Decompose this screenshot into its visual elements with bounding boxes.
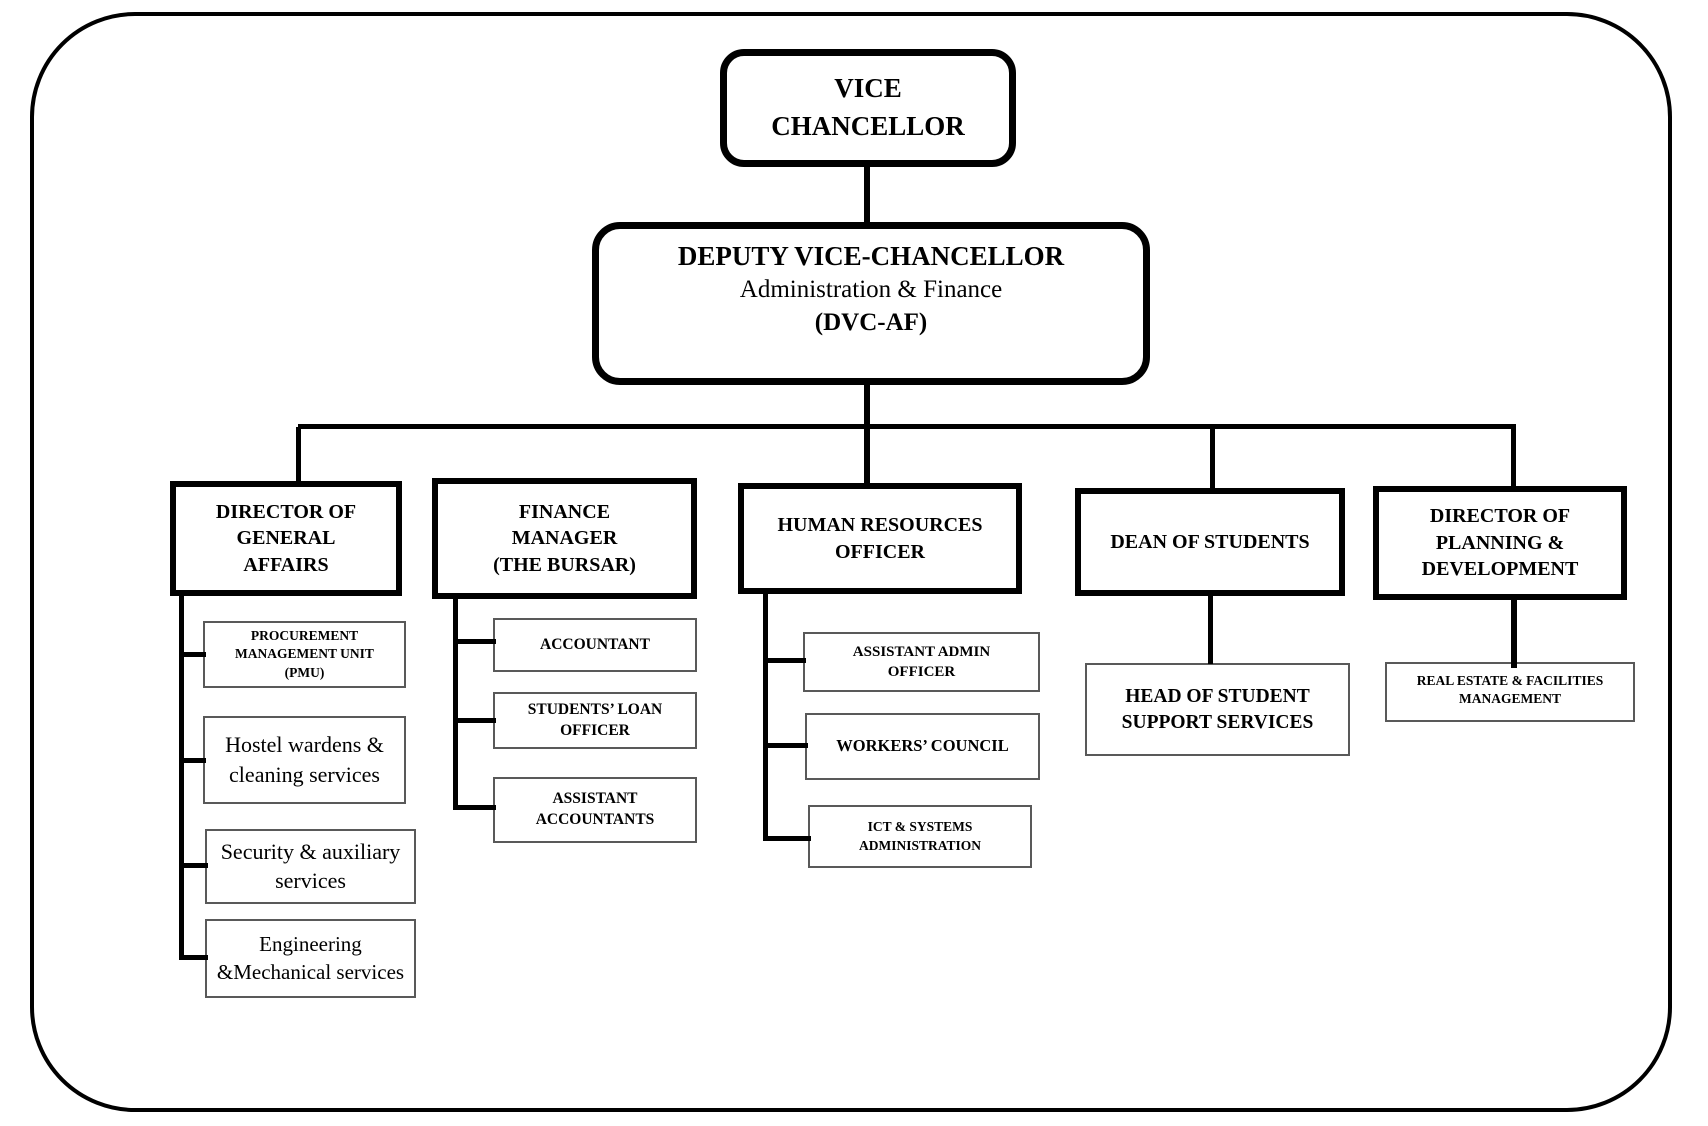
connector-dvc-drop — [864, 384, 870, 485]
node-director-general-affairs-label: DIRECTOR OF GENERAL AFFAIRS — [215, 500, 357, 576]
node-ict-systems-admin: ICT & SYSTEMS ADMINISTRATION — [808, 805, 1032, 868]
connector-stub-pmu — [182, 652, 206, 657]
node-pmu: PROCUREMENT MANAGEMENT UNIT (PMU) — [203, 621, 406, 688]
connector-stub-workers-council — [766, 743, 808, 748]
node-security-auxiliary-label: Security & auxiliary services — [220, 838, 401, 893]
node-accountant: ACCOUNTANT — [493, 618, 697, 672]
node-hostel-wardens: Hostel wardens & cleaning services — [203, 716, 406, 804]
node-engineering-mechanical: Engineering &Mechanical services — [205, 919, 416, 998]
node-real-estate-facilities-label: REAL ESTATE & FACILITIES MANAGEMENT — [1416, 673, 1604, 707]
node-hostel-wardens-label: Hostel wardens & cleaning services — [225, 732, 384, 787]
node-director-planning: DIRECTOR OF PLANNING & DEVELOPMENT — [1373, 486, 1627, 600]
node-security-auxiliary: Security & auxiliary services — [205, 829, 416, 904]
node-workers-council: WORKERS’ COUNCIL — [805, 713, 1040, 780]
connector-dean-child — [1208, 596, 1213, 664]
node-dvc-title: DEPUTY VICE-CHANCELLOR — [677, 241, 1065, 271]
connector-drop-general-affairs — [296, 427, 301, 483]
node-assistant-accountants: ASSISTANT ACCOUNTANTS — [493, 777, 697, 843]
node-ict-systems-admin-label: ICT & SYSTEMS ADMINISTRATION — [858, 818, 981, 853]
connector-stub-students-loan — [456, 718, 496, 723]
connector-hr-spine — [763, 594, 768, 841]
connector-stub-engineering — [182, 955, 208, 960]
node-hr-officer-label: HUMAN RESOURCES OFFICER — [777, 514, 983, 563]
connector-vc-dvc — [864, 165, 870, 224]
connector-stub-security — [182, 863, 208, 868]
node-assistant-admin-officer: ASSISTANT ADMIN OFFICER — [803, 632, 1040, 692]
connector-drop-dean — [1210, 427, 1215, 490]
node-dvc-subtitle: Administration & Finance — [739, 276, 1003, 304]
node-students-loan-officer: STUDENTS’ LOAN OFFICER — [493, 692, 697, 749]
node-deputy-vice-chancellor: DEPUTY VICE-CHANCELLOR Administration & … — [592, 222, 1150, 385]
node-real-estate-facilities: REAL ESTATE & FACILITIES MANAGEMENT — [1385, 662, 1635, 722]
connector-stub-ict — [766, 836, 811, 841]
node-director-planning-label: DIRECTOR OF PLANNING & DEVELOPMENT — [1421, 505, 1579, 581]
node-dean-of-students: DEAN OF STUDENTS — [1075, 488, 1345, 596]
connector-stub-accountant — [456, 639, 496, 644]
connector-stub-hostel — [182, 758, 206, 763]
node-dvc-abbrev: (DVC-AF) — [814, 308, 928, 336]
node-director-general-affairs: DIRECTOR OF GENERAL AFFAIRS — [170, 481, 402, 596]
connector-general-affairs-spine — [179, 596, 184, 960]
node-dean-of-students-label: DEAN OF STUDENTS — [1110, 530, 1310, 553]
node-accountant-label: ACCOUNTANT — [540, 635, 650, 653]
node-pmu-label: PROCUREMENT MANAGEMENT UNIT (PMU) — [235, 628, 374, 680]
node-finance-manager-label: FINANCE MANAGER (THE BURSAR) — [493, 500, 636, 576]
node-head-student-support: HEAD OF STUDENT SUPPORT SERVICES — [1085, 663, 1350, 756]
connector-drop-planning — [1511, 427, 1516, 488]
connector-horizontal-bus — [298, 424, 1516, 429]
node-vice-chancellor-label: VICE CHANCELLOR — [771, 73, 965, 141]
node-workers-council-label: WORKERS’ COUNCIL — [836, 736, 1009, 756]
connector-planning-child — [1511, 600, 1517, 668]
node-assistant-accountants-label: ASSISTANT ACCOUNTANTS — [535, 790, 655, 828]
node-vice-chancellor: VICE CHANCELLOR — [720, 49, 1016, 167]
node-assistant-admin-officer-label: ASSISTANT ADMIN OFFICER — [852, 643, 991, 680]
node-head-student-support-label: HEAD OF STUDENT SUPPORT SERVICES — [1121, 686, 1314, 733]
node-hr-officer: HUMAN RESOURCES OFFICER — [738, 483, 1022, 594]
node-students-loan-officer-label: STUDENTS’ LOAN OFFICER — [527, 700, 663, 739]
connector-stub-assistant-admin — [766, 658, 806, 663]
node-finance-manager: FINANCE MANAGER (THE BURSAR) — [432, 478, 697, 599]
connector-finance-spine — [453, 599, 458, 810]
node-engineering-mechanical-label: Engineering &Mechanical services — [216, 932, 405, 984]
connector-stub-assistant-accountants — [456, 805, 496, 810]
